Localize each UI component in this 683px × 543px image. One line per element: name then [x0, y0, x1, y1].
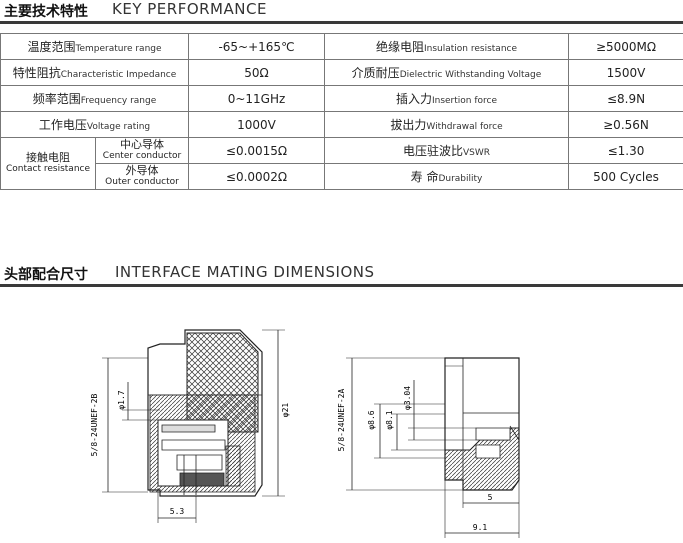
left-thread-label: 5/8-24UNEF-2B [90, 394, 99, 457]
param-value: ≥0.56N [568, 111, 683, 138]
param-value: ≤8.9N [568, 85, 683, 112]
param-value: 500 Cycles [568, 163, 683, 190]
param-value: 0~11GHz [188, 85, 325, 112]
male-connector-drawing: 5/8-24UNEF-2A φ8.6 φ8.1 φ3.04 5 9.1 [337, 357, 520, 538]
center-conductor-label: 中心导体 Center conductor [95, 137, 189, 164]
header-rule [0, 284, 683, 287]
table-row: 温度范围Temperature range -65~+165℃ 绝缘电阻Insu… [0, 33, 683, 60]
param-value: ≥5000MΩ [568, 33, 683, 60]
param-value: 1500V [568, 59, 683, 86]
outer-conductor-label: 外导体 Outer conductor [95, 163, 189, 190]
param-label: 频率范围Frequency range [0, 85, 189, 112]
key-performance-title-en: KEY PERFORMANCE [112, 0, 267, 18]
param-label: 温度范围Temperature range [0, 33, 189, 60]
param-value: 50Ω [188, 59, 325, 86]
interface-drawings: 5/8-24UNEF-2B φ1.7 φ21 5.3 5/8-24UNEF-2A… [90, 329, 520, 538]
param-label: 介质耐压Dielectric Withstanding Voltage [324, 59, 569, 86]
interface-title-en: INTERFACE MATING DIMENSIONS [115, 263, 375, 281]
left-dia-large-label: φ21 [281, 403, 290, 418]
right-dia-304-label: φ3.04 [403, 386, 412, 410]
key-performance-header: 主要技术特性 KEY PERFORMANCE [0, 0, 683, 24]
param-label: 电压驻波比VSWR [324, 137, 569, 164]
param-label: 插入力Insertion force [324, 85, 569, 112]
contact-resistance-label: 接触电阻 Contact resistance [0, 137, 96, 190]
table-row: 频率范围Frequency range 0~11GHz 插入力Insertion… [0, 85, 683, 112]
header-rule [0, 21, 683, 24]
param-label: 绝缘电阻Insulation resistance [324, 33, 569, 60]
param-value: ≤1.30 [568, 137, 683, 164]
table-row: 工作电压Voltage rating 1000V 拔出力Withdrawal f… [0, 111, 683, 138]
left-length-label: 5.3 [170, 507, 185, 516]
param-value: 1000V [188, 111, 325, 138]
table-row: 外导体 Outer conductor ≤0.0002Ω 寿 命Durabili… [1, 163, 683, 190]
param-label: 特性阻抗Characteristic Impedance [0, 59, 189, 86]
key-performance-title-zh: 主要技术特性 [4, 4, 88, 20]
left-dia-small-label: φ1.7 [117, 390, 126, 409]
table-row: 特性阻抗Characteristic Impedance 50Ω 介质耐压Die… [0, 59, 683, 86]
female-connector-drawing: 5/8-24UNEF-2B φ1.7 φ21 5.3 [90, 329, 290, 523]
performance-table: 温度范围Temperature range -65~+165℃ 绝缘电阻Insu… [0, 33, 683, 190]
param-value: ≤0.0002Ω [188, 163, 325, 190]
table-row: 接触电阻 Contact resistance 中心导体 Center cond… [0, 137, 683, 190]
right-len-5-label: 5 [488, 493, 493, 502]
right-dia-81-label: φ8.1 [385, 410, 394, 429]
param-label: 拔出力Withdrawal force [324, 111, 569, 138]
param-label: 工作电压Voltage rating [0, 111, 189, 138]
right-thread-label: 5/8-24UNEF-2A [337, 389, 346, 452]
interface-title-zh: 头部配合尺寸 [4, 267, 88, 283]
param-value: ≤0.0015Ω [188, 137, 325, 164]
param-value: -65~+165℃ [188, 33, 325, 60]
param-label: 寿 命Durability [324, 163, 569, 190]
interface-header: 头部配合尺寸 INTERFACE MATING DIMENSIONS [0, 263, 683, 287]
right-dia-86-label: φ8.6 [367, 410, 376, 429]
right-len-91-label: 9.1 [473, 523, 488, 532]
